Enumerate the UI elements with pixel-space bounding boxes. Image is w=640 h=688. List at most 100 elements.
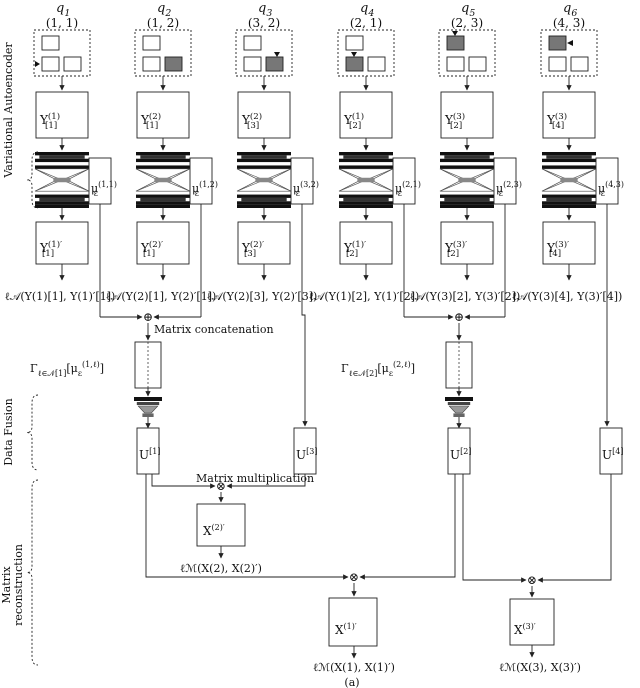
grid-cell — [142, 56, 161, 72]
reconstructed-matrix-box — [339, 221, 393, 265]
grid-cell — [446, 35, 465, 51]
query-coordinate: (2, 3) — [451, 16, 483, 30]
input-matrix-label: Y(3)[4] — [546, 111, 567, 131]
reconstructed-matrix-box — [237, 221, 291, 265]
column-4: q4(2, 1) Y(1)[2] μ(2,1)εY(1)′[2] ℓ𝒜(Y(1)[2]… — [309, 1, 421, 303]
x1-loss-label: ℓℳ(X(1), X(1)′) — [313, 661, 395, 674]
svg-text:U[4]: U[4] — [602, 447, 623, 462]
reconstructed-matrix-label: Y(1)′[2] — [343, 239, 366, 259]
query-coordinate: (1, 1) — [46, 16, 78, 30]
input-matrix-box — [35, 91, 89, 139]
reconstructed-matrix-label: Y(2)′[3] — [241, 239, 264, 259]
grid-cell — [367, 56, 386, 72]
fusion-encoder-icon — [445, 397, 473, 417]
latent-mean-label: μ(2,1)ε — [395, 180, 421, 198]
autoencoder-loss-label: ℓ𝒜(Y(2)[3], Y(2)′[3]) — [207, 290, 318, 303]
grid-cell — [41, 56, 60, 72]
mult-label: Matrix multiplication — [196, 472, 314, 485]
input-matrix-label: Y(2)[1] — [140, 111, 161, 131]
grid-cell — [265, 56, 284, 72]
input-matrix-box — [440, 91, 494, 139]
autoencoder-icon — [338, 152, 394, 208]
query-coordinate: (3, 2) — [248, 16, 280, 30]
input-matrix-box — [542, 91, 596, 139]
query-label: q5 — [461, 1, 475, 19]
autoencoder-icon — [34, 152, 90, 208]
fusion-encoder-icon — [134, 397, 162, 417]
autoencoder-icon — [135, 152, 191, 208]
query-label: q4 — [360, 1, 374, 19]
input-matrix-label: Y(1)[1] — [39, 111, 60, 131]
mult-symbol-3: ⊗ — [527, 573, 537, 587]
gamma-block-2: Γℓ∈𝒩[2][με(2,ℓ)] — [341, 341, 473, 429]
u-box-4: U[4] — [599, 427, 623, 475]
x3-reconstruction-box — [509, 598, 555, 646]
reconstructed-matrix-box — [35, 221, 89, 265]
column-5: q5(2, 3) Y(3)[2] μ(2,3)εY(3)′[2] ℓ𝒜(Y(3)[2]… — [410, 1, 522, 303]
column-2: q2(1, 2)Y(2)[1]μ(1,2)εY(2)′[1]ℓ𝒜(Y(2)[1]… — [106, 1, 218, 303]
latent-mean-label: μ(2,3)ε — [496, 180, 522, 198]
column-3: q3(3, 2) Y(2)[3] μ(3,2)εY(2)′[3] ℓ𝒜(Y(2)[3]… — [207, 1, 319, 303]
gamma-block-1: Γℓ∈𝒩[1][με(1,ℓ)] — [30, 341, 162, 429]
recon-brace — [26, 479, 39, 666]
svg-text:U[1]: U[1] — [139, 447, 160, 462]
grid-cell — [548, 56, 567, 72]
grid-cell — [468, 56, 487, 72]
autoencoder-icon — [236, 152, 292, 208]
grid-cell — [446, 56, 465, 72]
latent-mean-label: μ(3,2)ε — [293, 180, 319, 198]
grid-cell — [570, 56, 589, 72]
concat-symbol-1: ⊕ — [143, 310, 153, 324]
input-matrix-label: Y(2)[3] — [241, 111, 262, 131]
mult-symbol-1: ⊗ — [216, 479, 226, 493]
x2-loss-label: ℓℳ(X(2), X(2)′) — [180, 562, 262, 575]
input-matrix-label: Y(3)[2] — [444, 111, 465, 131]
svg-text:U[2]: U[2] — [450, 447, 471, 462]
vae-brace — [26, 151, 39, 209]
autoencoder-loss-label: ℓ𝒜(Y(2)[1], Y(2)′[1]) — [106, 290, 217, 303]
concat-symbol-2: ⊕ — [454, 310, 464, 324]
input-matrix-box — [136, 91, 190, 139]
query-coordinate: (2, 1) — [350, 16, 382, 30]
grid-cell — [142, 35, 161, 51]
reconstructed-matrix-label: Y(3)′[2] — [444, 239, 467, 259]
input-matrix-box — [339, 91, 393, 139]
u-box-1: U[1] — [136, 427, 160, 475]
autoencoder-icon — [439, 152, 495, 208]
mult-symbol-2: ⊗ — [349, 570, 359, 584]
reconstructed-matrix-label: Y(2)′[1] — [140, 239, 163, 259]
query-label: q3 — [258, 1, 272, 19]
input-matrix-label: Y(1)[2] — [343, 111, 364, 131]
section-recon-label-2: reconstruction — [12, 544, 25, 626]
latent-mean-label: μ(1,1)ε — [91, 180, 117, 198]
section-fusion-label: Data Fusion — [2, 398, 15, 465]
autoencoder-loss-label: ℓ𝒜(Y(1)[1], Y(1)′[1]) — [5, 290, 116, 303]
figure-caption: (a) — [344, 676, 359, 688]
autoencoder-loss-label: ℓ𝒜(Y(1)[2], Y(1)′[2]) — [309, 290, 420, 303]
latent-mean-label: μ(1,2)ε — [192, 180, 218, 198]
section-vae-label: Variational Autoencoder — [2, 42, 15, 179]
autoencoder-loss-label: ℓ𝒜(Y(3)[4], Y(3)′[4]) — [512, 290, 623, 303]
latent-mean-label: μ(4,3)ε — [598, 180, 624, 198]
query-coordinate: (4, 3) — [553, 16, 585, 30]
x3-reconstruction-label: X(3)′ — [514, 622, 536, 637]
x2-reconstruction-box — [196, 503, 246, 547]
gamma-label: Γℓ∈𝒩[2][με(2,ℓ)] — [341, 360, 415, 378]
grid-cell — [243, 35, 262, 51]
grid-cell — [164, 56, 183, 72]
column-1: q1(1, 1)Y(1)[1]μ(1,1)εY(1)′[1]ℓ𝒜(Y(1)[1]… — [5, 1, 117, 303]
grid-cell — [548, 35, 567, 51]
concat-label: Matrix concatenation — [154, 323, 274, 336]
query-label: q1 — [56, 1, 70, 19]
reconstructed-matrix-box — [542, 221, 596, 265]
query-label: q6 — [563, 1, 577, 19]
autoencoder-loss-label: ℓ𝒜(Y(3)[2], Y(3)′[2]) — [410, 290, 521, 303]
fusion-brace — [26, 394, 39, 471]
gamma-label: Γℓ∈𝒩[1][με(1,ℓ)] — [30, 360, 104, 378]
x2-reconstruction-label: X(2)′ — [203, 523, 225, 538]
autoencoder-icon — [541, 152, 597, 208]
query-label: q2 — [157, 1, 171, 19]
u-box-3: U[3] — [293, 427, 317, 475]
grid-cell — [345, 56, 364, 72]
